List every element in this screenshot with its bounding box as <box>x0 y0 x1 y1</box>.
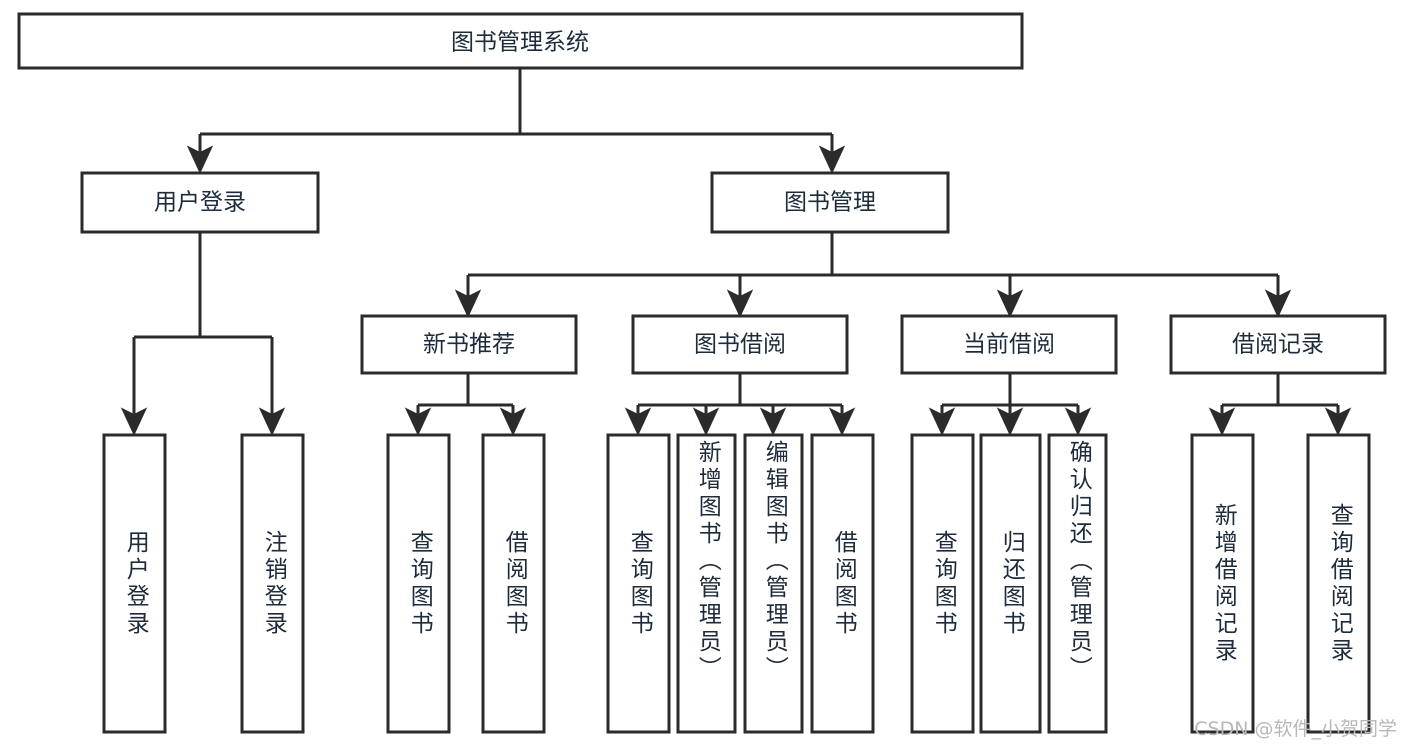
leaf-query-book-1-box[interactable] <box>386 433 451 734</box>
leaf-query-record-box[interactable] <box>1306 433 1371 734</box>
node-current-borrow-label: 当前借阅 <box>963 332 1055 358</box>
node-user-login[interactable]: 用户登录 <box>80 171 320 234</box>
leaf-leaf-add-book[interactable]: 新增图书（管理员） <box>676 433 737 734</box>
leaf-borrow-book-1-label: 借阅图书 <box>501 529 528 638</box>
leaf-borrow-book-2-label: 借阅图书 <box>830 529 857 638</box>
node-user-login-box[interactable] <box>80 171 320 234</box>
leaf-confirm-return-label: 确认归还（管理员） <box>1065 440 1092 683</box>
leaf-query-book-2-label: 查询图书 <box>626 529 653 638</box>
leaf-leaf-confirm-return[interactable]: 确认归还（管理员） <box>1047 433 1108 734</box>
node-root-label: 图书管理系统 <box>451 30 589 56</box>
leaf-add-record-label: 新增借阅记录 <box>1210 502 1237 665</box>
leaf-add-book-label: 新增图书（管理员） <box>694 440 721 683</box>
edge-root-to-level2 <box>186 68 846 174</box>
edge-book-manage-to-level3 <box>454 232 1292 318</box>
node-new-book-rec[interactable]: 新书推荐 <box>360 314 578 375</box>
node-new-book-rec-box[interactable] <box>360 314 578 375</box>
node-book-manage-label: 图书管理 <box>784 190 876 216</box>
node-user-login-label: 用户登录 <box>154 190 246 216</box>
node-book-borrow[interactable]: 图书借阅 <box>631 314 849 375</box>
leaf-query-record-label: 查询借阅记录 <box>1326 502 1353 665</box>
leaf-leaf-borrow-book-2[interactable]: 借阅图书 <box>810 433 875 734</box>
leaf-user-logout-box[interactable] <box>240 433 305 734</box>
leaf-leaf-return-book[interactable]: 归还图书 <box>979 433 1042 734</box>
leaf-leaf-edit-book[interactable]: 编辑图书（管理员） <box>743 433 804 734</box>
leaf-leaf-query-book-1[interactable]: 查询图书 <box>386 433 451 734</box>
leaf-edit-book-box[interactable] <box>743 433 804 734</box>
leaf-query-book-3-box[interactable] <box>910 433 975 734</box>
node-borrow-record[interactable]: 借阅记录 <box>1169 314 1387 375</box>
leaf-leaf-query-record[interactable]: 查询借阅记录 <box>1306 433 1371 734</box>
node-borrow-record-label: 借阅记录 <box>1232 332 1324 358</box>
leaf-borrow-book-2-box[interactable] <box>810 433 875 734</box>
leaf-leaf-query-book-3[interactable]: 查询图书 <box>910 433 975 734</box>
edge-user-login-to-leaves <box>120 232 286 436</box>
node-root[interactable]: 图书管理系统 <box>17 12 1024 70</box>
node-book-manage-box[interactable] <box>710 171 950 234</box>
leaf-add-book-box[interactable] <box>676 433 737 734</box>
leaf-user-logout-label: 注销登录 <box>260 529 287 638</box>
node-new-book-rec-label: 新书推荐 <box>423 332 515 358</box>
leaf-confirm-return-box[interactable] <box>1047 433 1108 734</box>
edge-new-book-rec-to-leaves <box>404 373 527 436</box>
edge-borrow-record-to-leaves <box>1208 373 1352 436</box>
leaf-leaf-user-login[interactable]: 用户登录 <box>102 433 167 734</box>
node-current-borrow-box[interactable] <box>900 314 1118 375</box>
leaf-query-book-1-label: 查询图书 <box>406 529 433 638</box>
node-root-box[interactable] <box>17 12 1024 70</box>
leaf-leaf-borrow-book-1[interactable]: 借阅图书 <box>481 433 546 734</box>
leaf-leaf-add-record[interactable]: 新增借阅记录 <box>1190 433 1255 734</box>
leaf-query-book-3-label: 查询图书 <box>930 529 957 638</box>
leaf-leaf-user-logout[interactable]: 注销登录 <box>240 433 305 734</box>
node-book-manage[interactable]: 图书管理 <box>710 171 950 234</box>
leaf-return-book-label: 归还图书 <box>998 529 1025 638</box>
leaf-edit-book-label: 编辑图书（管理员） <box>761 440 788 683</box>
leaf-leaf-query-book-2[interactable]: 查询图书 <box>606 433 671 734</box>
leaf-add-record-box[interactable] <box>1190 433 1255 734</box>
edge-current-borrow-to-leaves <box>928 373 1092 436</box>
node-book-borrow-label: 图书借阅 <box>694 332 786 358</box>
leaf-user-login-label: 用户登录 <box>122 529 149 638</box>
edge-book-borrow-to-leaves <box>624 373 856 436</box>
node-current-borrow[interactable]: 当前借阅 <box>900 314 1118 375</box>
node-book-borrow-box[interactable] <box>631 314 849 375</box>
leaf-query-book-2-box[interactable] <box>606 433 671 734</box>
node-borrow-record-box[interactable] <box>1169 314 1387 375</box>
leaf-return-book-box[interactable] <box>979 433 1042 734</box>
leaf-borrow-book-1-box[interactable] <box>481 433 546 734</box>
leaf-user-login-box[interactable] <box>102 433 167 734</box>
